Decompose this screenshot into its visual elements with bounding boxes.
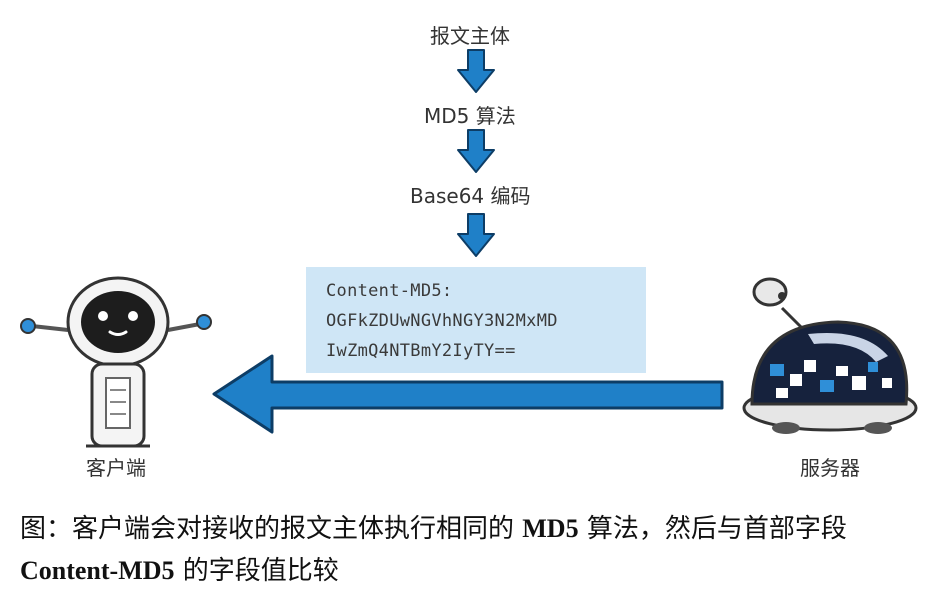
content-md5-value-line1: OGFkZDUwNGVhNGY3N2MxMD — [326, 311, 558, 331]
caption-text-2: 算法，然后与首部字段 — [578, 514, 847, 544]
down-arrow-icon — [457, 213, 495, 257]
caption-text-1: 图：客户端会对接收的报文主体执行相同的 — [20, 514, 523, 544]
caption-text-3: 的字段值比较 — [174, 556, 339, 586]
server-label: 服务器 — [800, 456, 860, 480]
content-md5-value-line2: IwZmQ4NTBmY2IyTY== — [326, 341, 516, 361]
server-robot-icon — [742, 277, 918, 434]
caption-md5-bold: MD5 — [522, 514, 579, 543]
caption-content-md5-bold: Content-MD5 — [20, 556, 175, 585]
content-md5-header-name: Content-MD5: — [326, 281, 453, 301]
client-label: 客户端 — [86, 456, 146, 480]
down-arrow-icon — [457, 129, 495, 173]
down-arrow-icon — [457, 49, 495, 93]
step-md5-algorithm-label: MD5 算法 — [424, 104, 516, 128]
figure-caption: 图：客户端会对接收的报文主体执行相同的 MD5 算法，然后与首部字段 Conte… — [20, 508, 920, 592]
client-robot-icon — [20, 276, 212, 448]
step-message-body-label: 报文主体 — [430, 24, 510, 48]
content-md5-header-box: Content-MD5: OGFkZDUwNGVhNGY3N2MxMD IwZm… — [306, 267, 646, 373]
step-base64-label: Base64 编码 — [410, 184, 531, 208]
transfer-arrow-icon — [212, 354, 724, 434]
